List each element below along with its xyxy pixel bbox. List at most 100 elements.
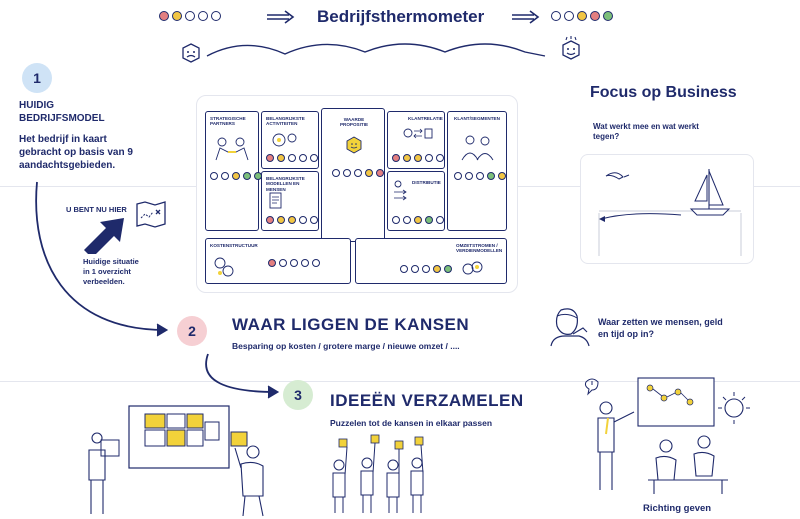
- wave-line: [206, 43, 546, 57]
- focus-panel: [580, 154, 754, 264]
- thermometer-dot: [343, 169, 351, 177]
- gift-icon: [346, 136, 362, 154]
- thermometer-dot: [288, 216, 296, 224]
- thermometer-dot: [290, 259, 298, 267]
- focus-question: Wat werkt mee en wat werkt tegen?: [593, 122, 699, 142]
- thermometer-dot: [425, 216, 433, 224]
- thermometer-dot: [454, 172, 462, 180]
- thermometer-dot: [301, 259, 309, 267]
- sad-face-icon: [182, 43, 200, 63]
- cell-dots: [268, 259, 320, 267]
- thermometer-dot: [243, 172, 251, 180]
- thinking-person-illustration: [550, 308, 590, 347]
- thermometer-dot: [268, 259, 276, 267]
- cell-label: KLANTRELATIE: [408, 116, 443, 121]
- thermometer-dot: [277, 154, 285, 162]
- cell-label: OMZETSTROMEN / VERDIENMODELLEN: [456, 243, 503, 254]
- thermometer-dot: [411, 265, 419, 273]
- big-arrow-icon: [84, 218, 124, 254]
- cell-label: STRATEGISCHE PARTNERS: [210, 116, 246, 127]
- arrow-right-icon: [512, 10, 540, 24]
- cell-dots: [332, 169, 384, 177]
- thermometer-dot: [198, 11, 208, 21]
- canvas-cell-segments: KLANT/SEGMENTEN: [447, 111, 507, 231]
- flow-arrow: [35, 181, 169, 337]
- cell-dots: [392, 154, 444, 162]
- happy-face-icon: [562, 36, 580, 60]
- cell-dots: [266, 154, 318, 162]
- thermometer-dot: [564, 11, 574, 21]
- cell-label: WAARDE PROPOSITIE: [339, 117, 369, 128]
- handshake-icon: [215, 137, 249, 161]
- document-icon: [269, 192, 282, 209]
- thermometer-dot: [172, 11, 182, 21]
- page-title: Bedrijfsthermometer: [317, 7, 485, 26]
- people-icon: [461, 135, 494, 161]
- thermometer-dot: [433, 265, 441, 273]
- canvas-cell-costs: KOSTENSTRUCTUUR: [205, 238, 351, 284]
- canvas-cell-activities: BELANGRIJKSTE ACTIVITEITEN: [261, 111, 319, 169]
- thermometer-dot: [210, 172, 218, 180]
- canvas-cell-relation: KLANTRELATIE: [387, 111, 445, 169]
- cell-dots: [454, 172, 506, 180]
- thermometer-dot: [279, 259, 287, 267]
- thermometer-dot: [312, 259, 320, 267]
- cell-dots: [266, 216, 318, 224]
- thermometer-dot: [551, 11, 561, 21]
- thermometer-dot: [211, 11, 221, 21]
- canvas-cell-partners: STRATEGISCHE PARTNERS: [205, 111, 262, 231]
- thermometer-dot: [310, 154, 318, 162]
- step-1-title: HUIDIG BEDRIJFSMODEL: [19, 100, 105, 124]
- thermometer-dot: [422, 265, 430, 273]
- cell-label: KLANT/SEGMENTEN: [454, 116, 500, 121]
- thermometer-dot: [232, 172, 240, 180]
- separator-line: [0, 381, 800, 382]
- gears-icon: [272, 133, 297, 147]
- thermometer-dot: [266, 216, 274, 224]
- thermometer-dot: [400, 265, 408, 273]
- coins-icon: [462, 261, 483, 275]
- thermometer-dot: [221, 172, 229, 180]
- thermometer-dot: [577, 11, 587, 21]
- thermometer-dot: [159, 11, 169, 21]
- thermometer-dot: [403, 154, 411, 162]
- thermometer-dot: [365, 169, 373, 177]
- thermometer-dot: [476, 172, 484, 180]
- step-1-description: Het bedrijf in kaart gebracht op basis v…: [19, 134, 133, 171]
- thermometer-dot: [487, 172, 495, 180]
- thermometer-dot: [299, 154, 307, 162]
- you-are-here-label: U BENT NU HIER: [66, 205, 127, 214]
- thermometer-dot: [310, 216, 318, 224]
- step-3-title: IDEEËN VERZAMELEN: [330, 391, 524, 410]
- cell-dots: [392, 216, 444, 224]
- cell-label: BELANGRIJKSTE MODELLEN EN MENSEN: [266, 176, 305, 192]
- thermometer-dot: [392, 216, 400, 224]
- team-illustration: [332, 434, 424, 513]
- thermometer-dot: [392, 154, 400, 162]
- thermometer-dot: [603, 11, 613, 21]
- thermometer-dot: [414, 154, 422, 162]
- cell-label: KOSTENSTRUCTUUR: [210, 243, 258, 248]
- thermometer-dots-left: [159, 11, 221, 21]
- canvas-cell-proposition: WAARDE PROPOSITIE: [321, 108, 385, 242]
- canvas-cell-distribution: DISTRIBUTIE: [387, 171, 445, 231]
- thermometer-dot: [376, 169, 384, 177]
- cell-dots: [400, 265, 452, 273]
- step-1-badge: 1: [22, 63, 52, 93]
- thermometer-dot: [498, 172, 506, 180]
- step-3-subtitle: Puzzelen tot de kansen in elkaar passen: [330, 418, 493, 428]
- flow-arrow: [205, 353, 280, 399]
- step-2-side-text: Waar zetten we mensen, geld en tijd op i…: [598, 317, 723, 339]
- map-icon: [136, 201, 166, 228]
- step-3-badge: 3: [283, 380, 313, 410]
- cell-dots: [210, 172, 262, 180]
- arrow-right-icon: [267, 10, 295, 24]
- bottom-right-caption: Richting geven: [643, 503, 712, 514]
- thermometer-dot: [288, 154, 296, 162]
- puzzle-board-illustration: [88, 405, 264, 517]
- thermometer-dot: [414, 216, 422, 224]
- thermometer-dot: [444, 265, 452, 273]
- thermometer-dot: [266, 154, 274, 162]
- focus-title: Focus op Business: [590, 84, 737, 101]
- thermometer-dot: [185, 11, 195, 21]
